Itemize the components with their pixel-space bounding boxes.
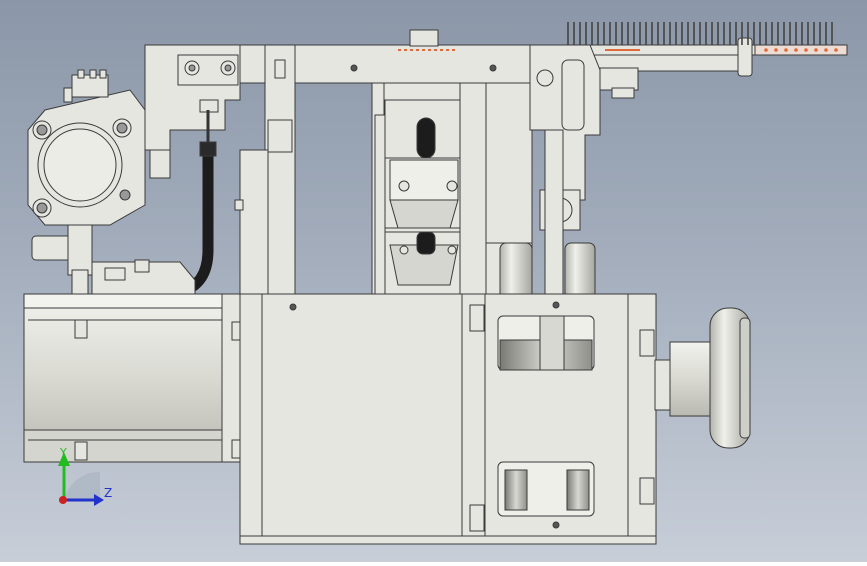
base-housing	[239, 293, 489, 545]
valve-block	[27, 69, 146, 226]
drive-pulleys	[499, 242, 596, 304]
hand-wheel	[654, 307, 751, 449]
slide-carriage	[371, 82, 533, 296]
pneumatic-hose	[174, 110, 217, 298]
origin-marker	[59, 496, 67, 504]
rack-teeth	[567, 22, 833, 45]
z-axis-label: Z	[104, 486, 112, 500]
upper-left-bracket	[144, 44, 241, 179]
central-frame	[234, 44, 296, 296]
swing-lever-assembly	[529, 44, 639, 296]
gearbox-housing	[239, 293, 657, 545]
motor-mount-plate	[91, 259, 196, 295]
gear-rack	[589, 37, 848, 77]
axis-triad: Y Z	[58, 446, 112, 506]
servo-motor	[23, 293, 243, 463]
rack-marks	[605, 48, 838, 52]
fitting	[31, 224, 93, 297]
stopper-pin	[416, 117, 436, 255]
y-axis-label: Y	[59, 446, 67, 459]
